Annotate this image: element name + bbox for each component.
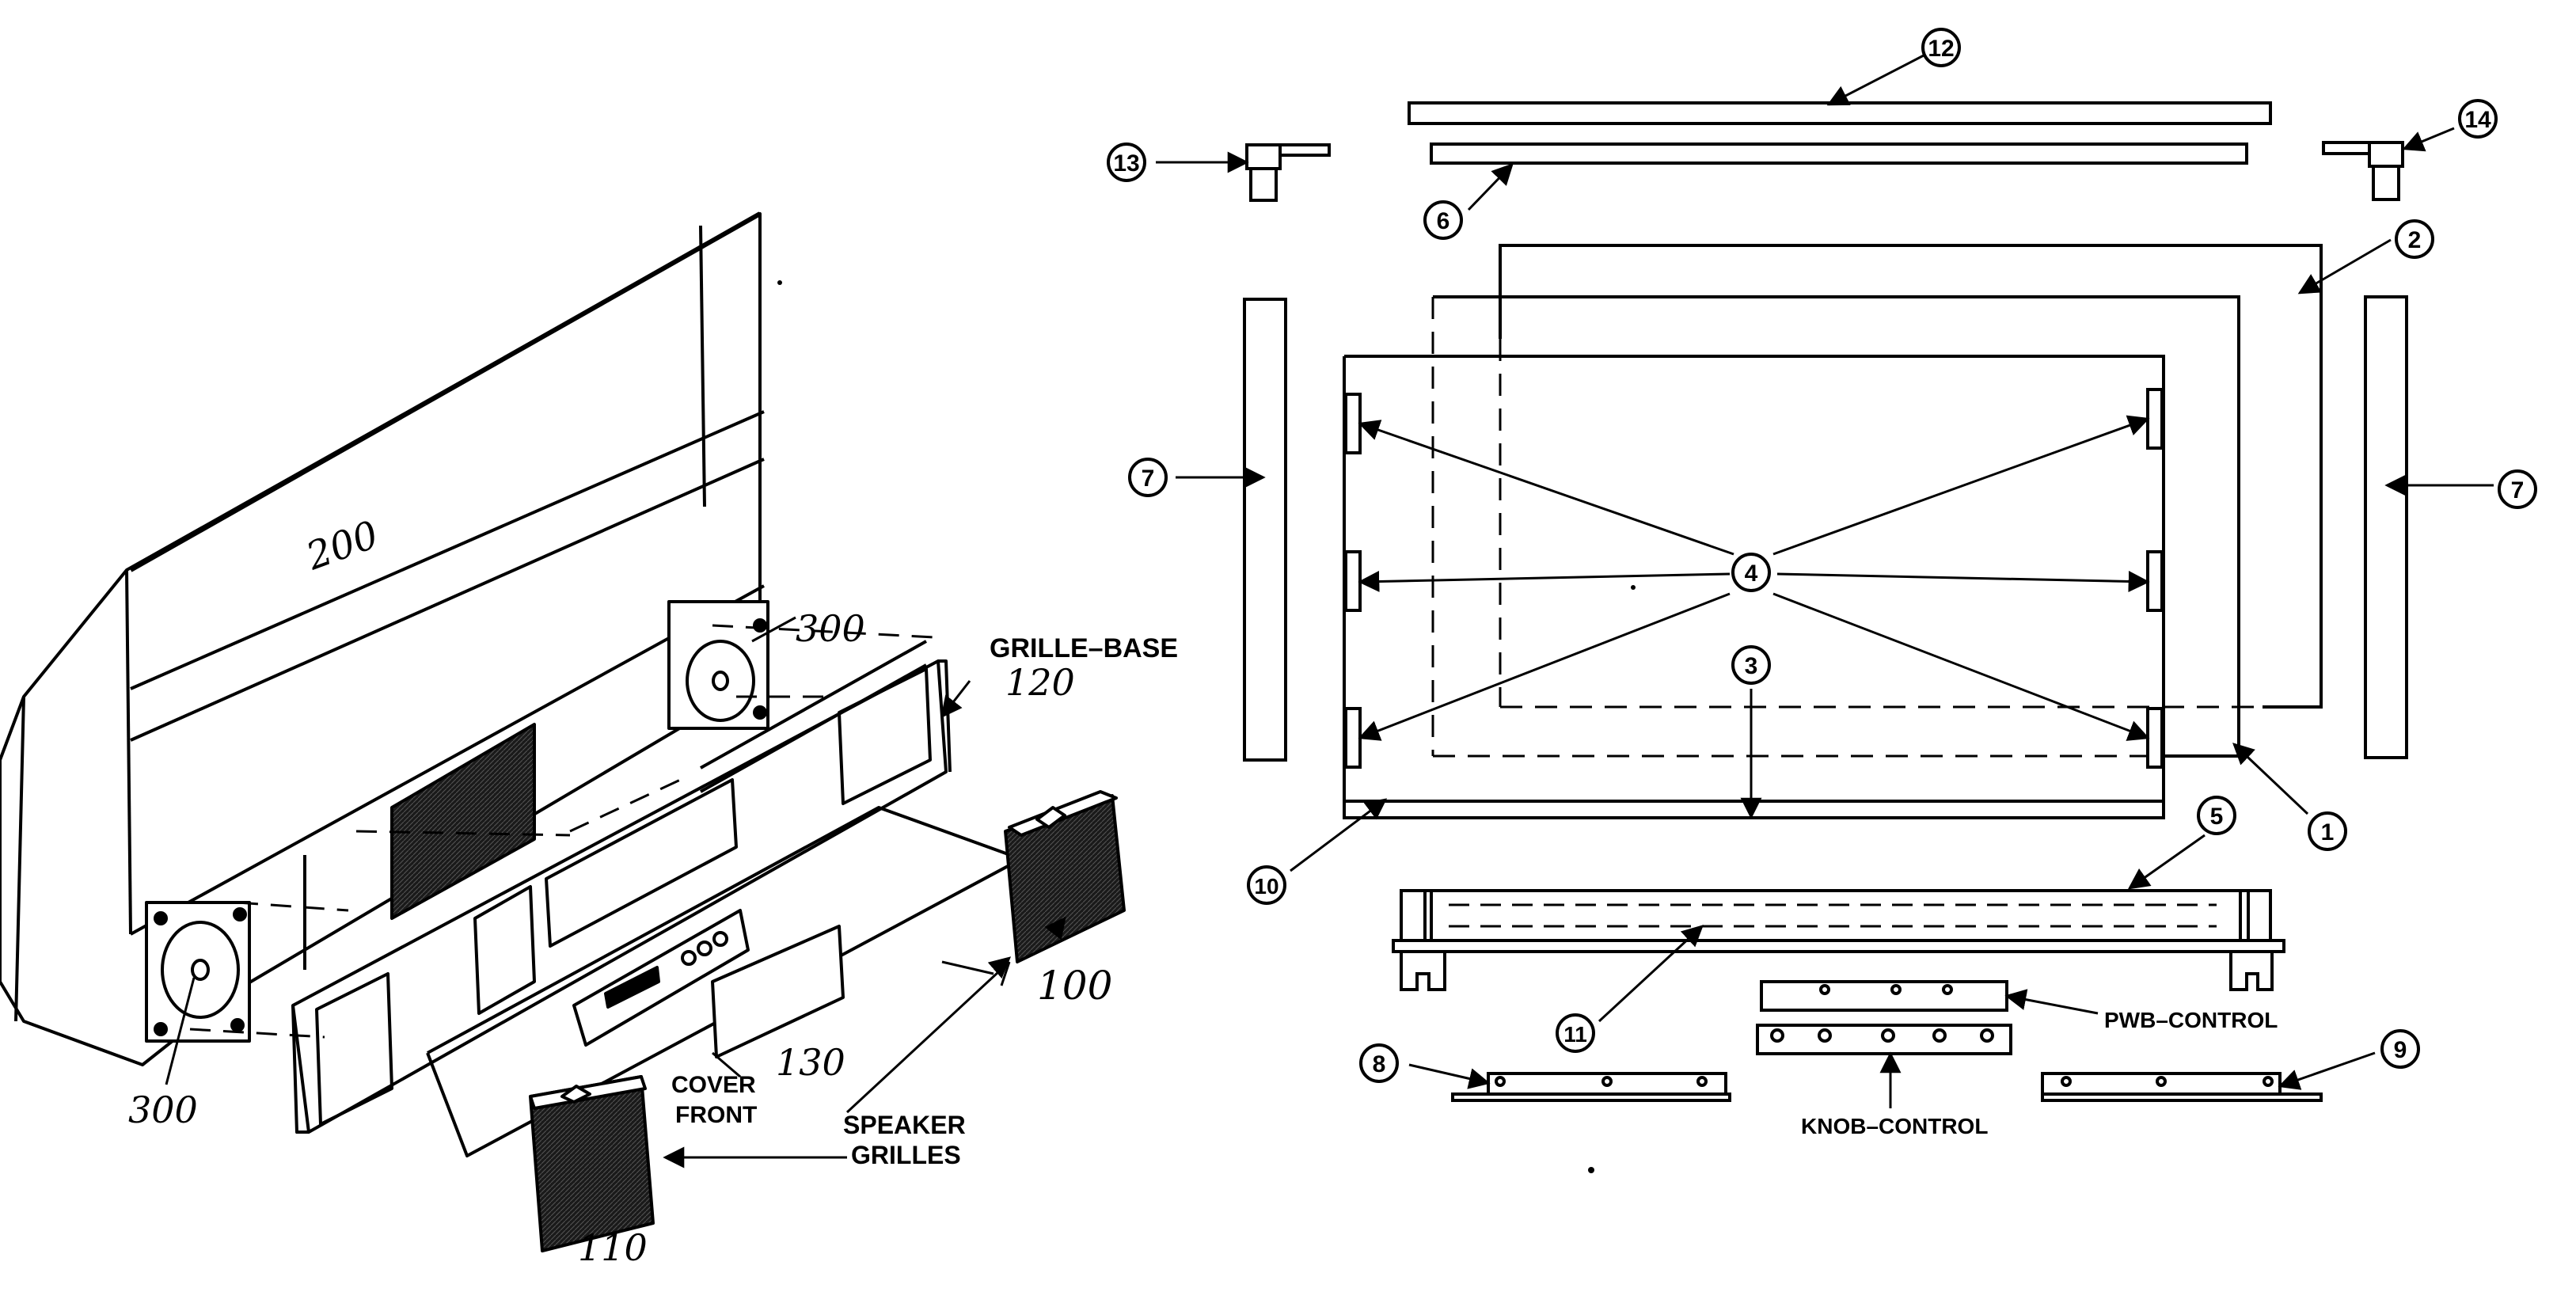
part-9-bracket: [2041, 1072, 2323, 1102]
part-14-bracket: [2322, 141, 2404, 201]
label-grille-110: 110: [578, 1226, 648, 1269]
callout-circles: [1107, 28, 2537, 1083]
left-leader-arrows: [165, 616, 1066, 1168]
label-speaker-300-left: 300: [128, 1089, 198, 1131]
stray-dot: [1631, 585, 1636, 590]
callout-1: 1: [2321, 819, 2335, 846]
callout-14: 14: [2464, 107, 2491, 133]
part-4-clips: [1344, 388, 2164, 769]
callout-11: 11: [1563, 1022, 1587, 1047]
callout-3: 3: [1745, 653, 1758, 679]
part-11-bottom-rail: [1392, 889, 2285, 991]
tv-cabinet-assembly: [0, 211, 1126, 1252]
cabinet-body: [0, 211, 769, 1066]
speaker-grille-right: [1004, 790, 1126, 963]
label-cover-front-130: 130: [776, 1041, 845, 1084]
label-grille-base-120: 120: [1005, 661, 1075, 704]
label-knob-control: KNOB–CONTROL: [1801, 1114, 1988, 1138]
knob-control: [1756, 1024, 2012, 1055]
label-grille-base: GRILLE–BASE: [990, 633, 1178, 663]
callout-10: 10: [1254, 874, 1279, 899]
left-labels: 200 300 300 GRILLE–BASE 120 COVER FRONT …: [128, 512, 1178, 1269]
label-cover-front-line1: COVER: [671, 1072, 756, 1098]
part-7-side-bar-right: [2364, 295, 2408, 759]
part-13-bracket: [1245, 143, 1331, 202]
callout-7-left: 7: [1142, 466, 1155, 492]
callout-9: 9: [2394, 1037, 2407, 1063]
part-10-frame: [1343, 355, 2165, 819]
callout-13: 13: [1113, 150, 1139, 177]
cover-front: [572, 909, 845, 1058]
screen-frame-assembly: [1107, 28, 2537, 1108]
stray-dot: [1588, 1167, 1594, 1173]
right-leader-arrows: [1156, 54, 2494, 1108]
label-speaker-300-right: 300: [796, 607, 865, 650]
callout-6: 6: [1437, 208, 1450, 234]
hidden-edges: [1431, 297, 2263, 758]
stray-dot: [777, 280, 782, 285]
callout-8: 8: [1373, 1051, 1386, 1077]
speaker-right: [667, 600, 769, 730]
part-2-frame: [1499, 244, 2323, 709]
part-12-top-bar: [1408, 101, 2272, 125]
pwb-control-board: [1760, 980, 2008, 1012]
callout-12: 12: [1928, 36, 1954, 62]
speaker-left: [145, 901, 251, 1043]
callout-5: 5: [2210, 804, 2224, 830]
label-cover-front-line2: FRONT: [675, 1102, 757, 1128]
mounting-dashed-lines: [189, 624, 935, 1039]
callout-numbers: 12 6 13 14 2 7 7 4 3 1 10 5 11 8 9: [1113, 36, 2524, 1077]
part-1-frame: [1433, 295, 2240, 758]
part-8-bracket: [1451, 1072, 1731, 1102]
part-6-bar: [1430, 142, 2248, 165]
label-grille-100: 100: [1037, 963, 1112, 1009]
speaker-grille-left: [529, 1075, 655, 1252]
callout-7-right: 7: [2511, 477, 2525, 504]
label-speaker-grilles-line1: SPEAKER: [843, 1111, 966, 1139]
label-speaker-grilles-line2: GRILLES: [851, 1141, 961, 1169]
callout-2: 2: [2408, 227, 2422, 253]
part-7-side-bar-left: [1243, 298, 1287, 762]
callout-4: 4: [1745, 560, 1758, 587]
label-pwb-control: PWB–CONTROL: [2104, 1008, 2278, 1032]
